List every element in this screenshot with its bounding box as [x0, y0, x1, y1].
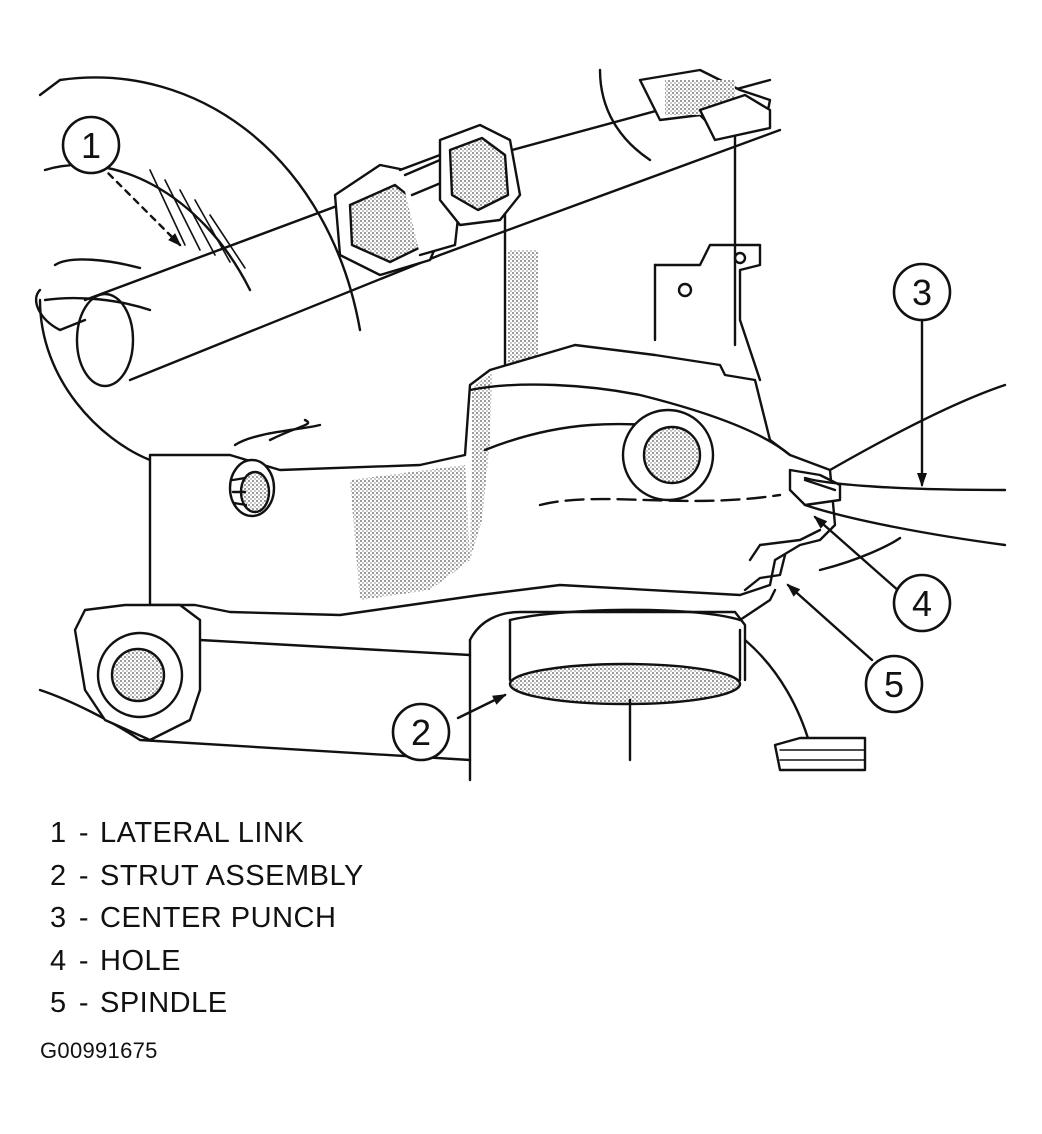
upper-bolt — [621, 408, 715, 502]
callout-3: 3 — [892, 262, 952, 322]
legend-label: CENTER PUNCH — [100, 902, 337, 934]
legend-number: 5 — [50, 987, 67, 1019]
strut-assembly — [468, 608, 867, 782]
legend-item-4: 4-HOLE — [50, 940, 364, 983]
callout-5: 5 — [864, 654, 924, 714]
leader-lines — [98, 163, 927, 720]
legend-number: 4 — [50, 944, 67, 977]
legend-separator: - — [78, 987, 90, 1019]
legend-number: 1 — [50, 817, 67, 849]
strut-tower — [503, 68, 737, 370]
legend-item-2: 2-STRUT ASSEMBLY — [50, 855, 364, 898]
legend-label: STRUT ASSEMBLY — [100, 859, 364, 892]
callout-4: 4 — [892, 573, 952, 633]
diagram-illustration: 1 2 3 4 5 — [34, 68, 1007, 782]
callout-4-number: 4 — [912, 583, 932, 624]
callout-5-number: 5 — [884, 664, 904, 705]
legend-separator: - — [78, 817, 90, 849]
legend-number: 2 — [50, 859, 67, 892]
lateral-link — [34, 68, 782, 388]
callout-3-number: 3 — [912, 272, 932, 313]
side-bolt — [228, 458, 276, 518]
legend-separator: - — [78, 859, 90, 892]
callout-1: 1 — [61, 115, 121, 175]
legend-label: LATERAL LINK — [100, 817, 305, 849]
legend-separator: - — [78, 902, 90, 934]
legend-item-3: 3-CENTER PUNCH — [50, 897, 364, 940]
legend: 1-LATERAL LINK 2-STRUT ASSEMBLY 3-CENTER… — [50, 812, 364, 1025]
legend-number: 3 — [50, 902, 67, 934]
callout-2-number: 2 — [411, 712, 431, 753]
center-punch — [803, 383, 1007, 572]
callout-1-number: 1 — [81, 125, 101, 166]
legend-separator: - — [78, 944, 90, 977]
legend-label: SPINDLE — [100, 987, 228, 1019]
legend-item-5: 5-SPINDLE — [50, 982, 364, 1025]
callout-2: 2 — [391, 702, 451, 762]
legend-label: HOLE — [100, 944, 181, 977]
figure-id: G00991675 — [40, 1038, 158, 1063]
lower-boss — [73, 603, 472, 742]
legend-item-1: 1-LATERAL LINK — [50, 812, 364, 855]
bracket — [653, 243, 762, 382]
